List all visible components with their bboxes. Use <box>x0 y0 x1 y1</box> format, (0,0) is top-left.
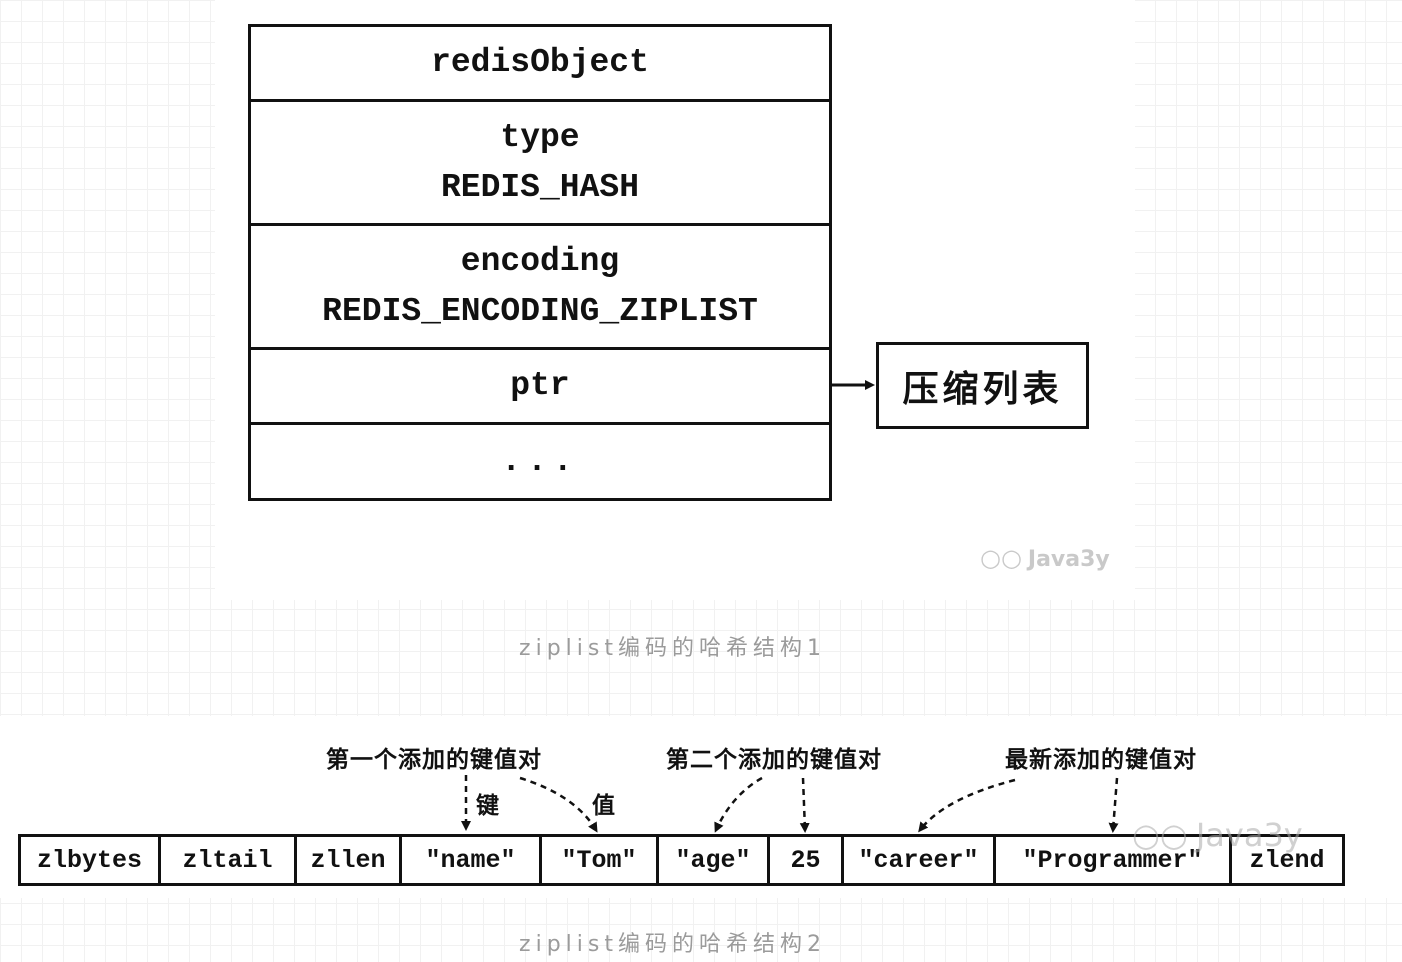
ellipsis-label: ... <box>501 442 579 480</box>
segment-value-tom: "Tom" <box>542 837 659 883</box>
ziplist-row: zlbytes zltail zllen "name" "Tom" "age" … <box>18 834 1345 886</box>
ellipsis-cell: ... <box>251 425 829 498</box>
ziplist-target-label: 压缩列表 <box>902 368 1063 410</box>
segment-zllen: zllen <box>297 837 402 883</box>
arrow-second-value <box>799 777 810 833</box>
type-value: REDIS_HASH <box>440 168 640 206</box>
ptr-cell: ptr <box>251 350 829 425</box>
segment-value-25: 25 <box>770 837 844 883</box>
arrow-latest-value <box>1108 777 1119 833</box>
note-latest-pair: 最新添加的键值对 <box>1005 747 1197 773</box>
segment-key-name: "name" <box>402 837 542 883</box>
type-cell: type REDIS_HASH <box>251 102 829 226</box>
key-label: 键 <box>476 793 500 819</box>
watermark-1-text: Java3y <box>1027 547 1110 572</box>
ptr-label: ptr <box>510 367 570 404</box>
value-label: 值 <box>592 793 616 819</box>
segment-key-career: "career" <box>844 837 996 883</box>
encoding-cell: encoding REDIS_ENCODING_ZIPLIST <box>251 226 829 350</box>
watermark-2: ○○Java3y <box>1132 816 1303 854</box>
redis-object-box: redisObject type REDIS_HASH encoding RED… <box>248 24 832 501</box>
watermark-2-text: Java3y <box>1195 816 1303 854</box>
ziplist-target-box: 压缩列表 <box>876 342 1089 429</box>
segment-zlend: zlend <box>1249 845 1325 875</box>
encoding-label: encoding <box>460 242 620 280</box>
redis-object-title: redisObject <box>431 44 649 81</box>
segment-value-programmer: "Programmer" <box>996 837 1232 883</box>
segment-zlbytes: zlbytes <box>21 837 161 883</box>
arrow-latest-key <box>918 778 1016 833</box>
wechat-icon: ○○ <box>980 544 1022 572</box>
caption-2: ziplist编码的哈希结构2 <box>519 932 826 957</box>
segment-key-age: "age" <box>659 837 770 883</box>
arrow-second-key <box>714 776 763 833</box>
note-first-pair: 第一个添加的键值对 <box>326 747 542 773</box>
caption-1: ziplist编码的哈希结构1 <box>519 636 826 661</box>
wechat-icon: ○○ <box>1132 816 1188 854</box>
watermark-1: ○○Java3y <box>980 544 1110 572</box>
segment-zltail: zltail <box>161 837 297 883</box>
type-label: type <box>500 118 580 156</box>
redis-object-header: redisObject <box>251 27 829 102</box>
encoding-value: REDIS_ENCODING_ZIPLIST <box>322 292 758 330</box>
note-second-pair: 第二个添加的键值对 <box>666 747 882 773</box>
arrow-first-value <box>519 776 598 833</box>
